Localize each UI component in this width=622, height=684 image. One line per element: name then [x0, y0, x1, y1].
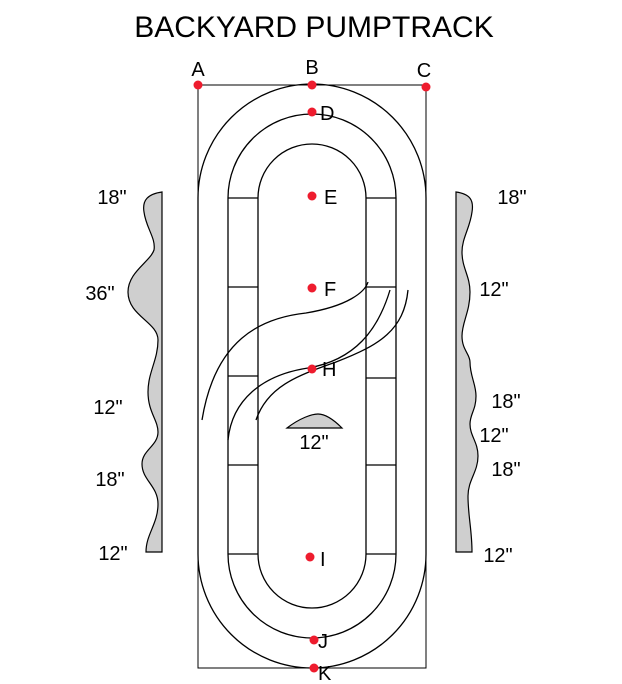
point-a-label: A — [191, 59, 205, 81]
point-f-label: F — [324, 279, 336, 301]
left-profile-label-2: 36" — [85, 283, 114, 305]
right-profile-label-5: 18" — [491, 459, 520, 481]
left-profile-label-4: 18" — [95, 469, 124, 491]
point-d-label: D — [320, 103, 334, 125]
point-j-marker — [309, 635, 319, 645]
point-d-marker — [307, 107, 317, 117]
left-profile-label-1: 18" — [97, 187, 126, 209]
point-i-label: I — [320, 549, 326, 571]
point-h-marker — [307, 364, 317, 374]
point-b-marker — [307, 80, 317, 90]
left-elevation-profile — [127, 191, 163, 553]
left-profile-label-3: 12" — [93, 397, 122, 419]
crossover-curve-upper — [201, 281, 369, 421]
point-c-label: C — [417, 60, 431, 82]
point-f-marker — [307, 283, 317, 293]
left-lane-dividers — [228, 197, 258, 555]
point-k-label: K — [318, 663, 332, 684]
center-bump-label: 12" — [299, 432, 328, 454]
right-profile-label-2: 12" — [479, 279, 508, 301]
point-e-label: E — [324, 187, 337, 209]
left-profile-label-5: 12" — [98, 543, 127, 565]
diagram-title: BACKYARD PUMPTRACK — [134, 11, 494, 44]
point-e-marker — [307, 191, 317, 201]
center-roller-bump — [285, 413, 344, 429]
point-c-marker — [421, 82, 431, 92]
reference-points — [193, 80, 431, 673]
right-lane-dividers — [366, 197, 396, 555]
right-profile-label-4: 12" — [479, 425, 508, 447]
point-j-label: J — [318, 631, 328, 653]
point-k-marker — [309, 663, 319, 673]
point-h-label: H — [322, 359, 336, 381]
point-b-label: B — [305, 57, 318, 79]
right-elevation-profile — [455, 191, 479, 553]
crossover-curve-lower — [255, 289, 409, 421]
right-profile-label-6: 12" — [483, 545, 512, 567]
right-profile-label-3: 18" — [491, 391, 520, 413]
point-a-marker — [193, 80, 203, 90]
right-profile-label-1: 18" — [497, 187, 526, 209]
track-outer-loop — [197, 83, 427, 669]
track-inner-loop — [257, 143, 367, 609]
point-i-marker — [305, 552, 315, 562]
